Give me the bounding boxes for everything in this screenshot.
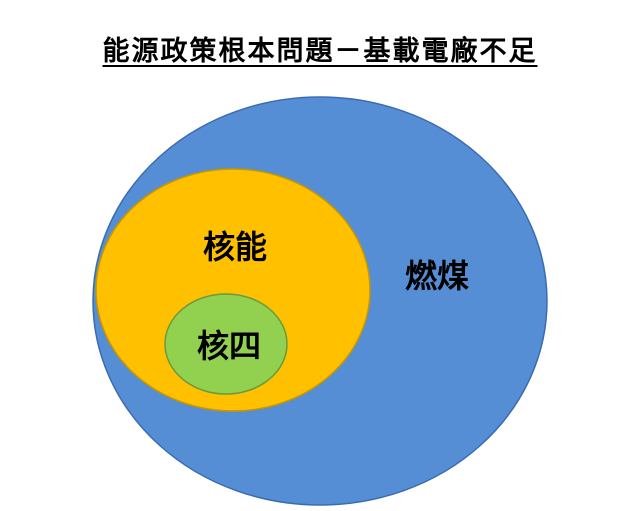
inner-circle-fourth-plant (164, 293, 288, 395)
middle-label-nuclear: 核能 (203, 228, 267, 266)
page-title-text: 能源政策根本問題－基載電廠不足 (102, 36, 538, 67)
page-title: 能源政策根本問題－基載電廠不足 (0, 34, 640, 70)
outer-label-coal: 燃煤 (405, 257, 469, 295)
inner-label-fourth-plant: 核四 (197, 327, 261, 365)
middle-circle-nuclear (95, 168, 371, 412)
